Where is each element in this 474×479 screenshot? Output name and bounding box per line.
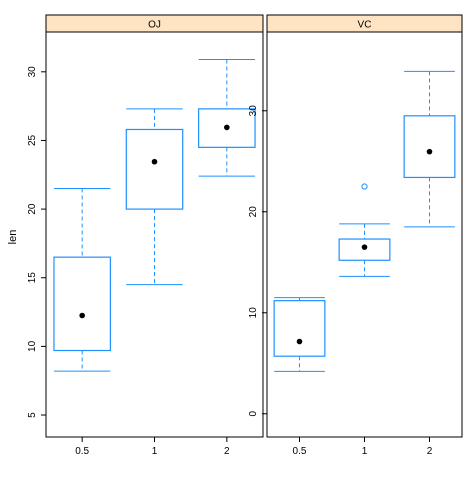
y-tick-label: 20 <box>248 206 259 218</box>
y-tick-label: 20 <box>27 203 38 215</box>
median-dot <box>296 338 303 345</box>
box-oj-1 <box>125 108 184 286</box>
y-tick-label: 30 <box>248 105 259 117</box>
x-tick-label: 1 <box>362 446 368 457</box>
strip-label: OJ <box>148 20 161 31</box>
y-tick-label: 15 <box>27 272 38 284</box>
y-tick-label: 10 <box>27 340 38 352</box>
x-tick-label: 1 <box>152 446 158 457</box>
panel-oj: OJ 5 10 15 20 25 30 0.5 1 2 <box>27 14 264 457</box>
y-tick-label: 5 <box>27 412 38 418</box>
panel-frame <box>45 31 264 438</box>
y-tick-label: 30 <box>27 66 38 78</box>
x-tick-label: 2 <box>224 446 230 457</box>
box-iqr <box>53 256 111 352</box>
x-tick-label: 0.5 <box>293 446 307 457</box>
box-oj-0.5 <box>53 188 111 372</box>
box-iqr <box>125 128 184 210</box>
box-iqr <box>273 300 326 357</box>
median-dot <box>361 244 368 250</box>
y-tick-label: 25 <box>27 134 38 146</box>
median-dot <box>426 148 433 155</box>
box-oj-2 <box>198 58 256 177</box>
box-iqr <box>338 238 391 261</box>
x-tick-label: 0.5 <box>75 446 89 457</box>
y-tick-label: 10 <box>248 307 259 319</box>
panel-vc: VC 0 10 20 30 0.5 1 2 <box>248 14 463 457</box>
outlier-point <box>361 183 368 190</box>
y-axis-label: len <box>7 230 19 245</box>
strip-label: VC <box>358 20 372 31</box>
box-iqr <box>198 108 256 148</box>
x-tick-label: 2 <box>427 446 433 457</box>
median-dot <box>151 158 158 165</box>
median-dot <box>79 312 85 319</box>
box-vc-0.5 <box>273 297 326 372</box>
box-vc-1 <box>338 183 391 277</box>
panels: OJ 5 10 15 20 25 30 0.5 1 2 VC 0 10 20 30 0.5 1 2 <box>27 14 463 457</box>
y-tick-label: 0 <box>248 411 259 417</box>
box-vc-2 <box>403 70 456 228</box>
median-dot <box>224 124 230 131</box>
box-iqr <box>403 115 456 179</box>
